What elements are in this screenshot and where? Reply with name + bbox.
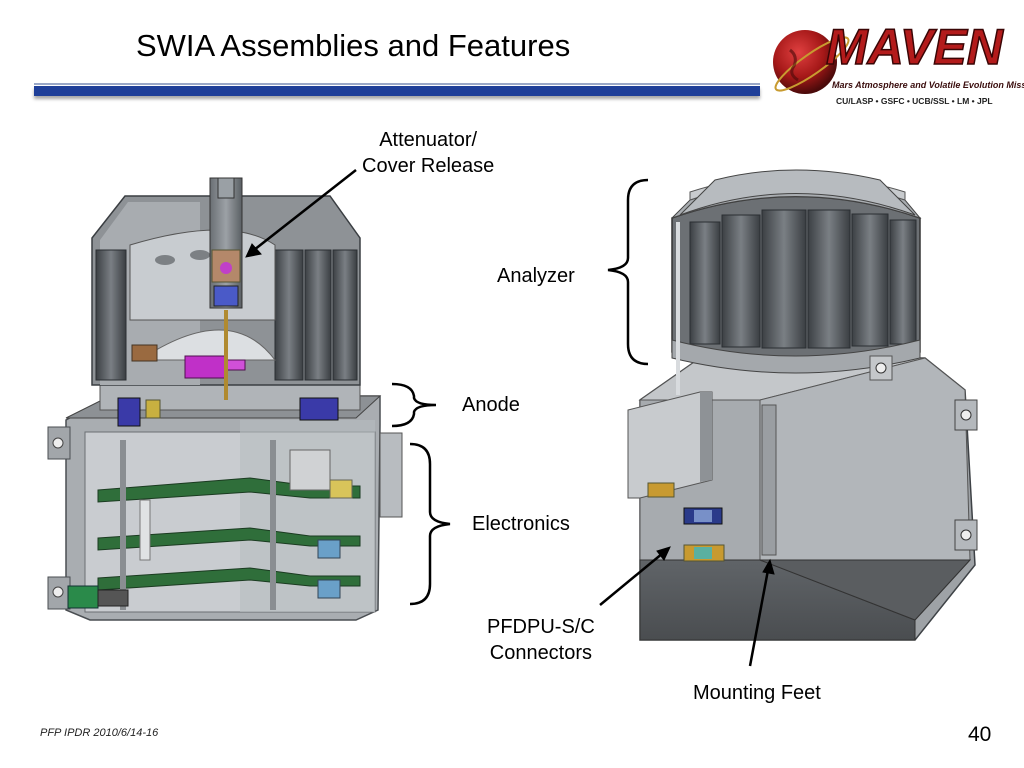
page-number: 40 [968, 723, 992, 746]
title-underline-bar [34, 83, 760, 96]
annotation-arrows [245, 169, 775, 667]
label-attenuator: Attenuator/ Cover Release [362, 127, 494, 179]
label-electronics: Electronics [472, 513, 570, 535]
annotation-braces [391, 178, 649, 606]
label-analyzer: Analyzer [497, 265, 575, 287]
label-attenuator-line1: Attenuator/ [379, 129, 478, 151]
label-mounting-feet: Mounting Feet [693, 682, 821, 704]
slide-footer: PFP IPDR 2010/6/14-16 [40, 727, 159, 739]
label-anode: Anode [462, 394, 520, 416]
swia-exterior-illustration [627, 169, 978, 641]
swia-cutaway-illustration [47, 177, 403, 621]
label-connectors: PFDPU-S/C Connectors [487, 614, 595, 666]
logo-wordmark: MAVEN [826, 19, 1004, 75]
label-attenuator-line2: Cover Release [362, 155, 495, 177]
logo-partners: CU/LASP • GSFC • UCB/SSL • LM • JPL [836, 96, 993, 106]
label-connectors-line1: PFDPU-S/C [487, 616, 595, 638]
slide-title: SWIA Assemblies and Features [136, 28, 571, 63]
label-connectors-line2: Connectors [489, 642, 593, 664]
mars-planet-icon [773, 30, 850, 94]
logo-subtitle: Mars Atmosphere and Volatile Evolution M… [832, 80, 1024, 90]
